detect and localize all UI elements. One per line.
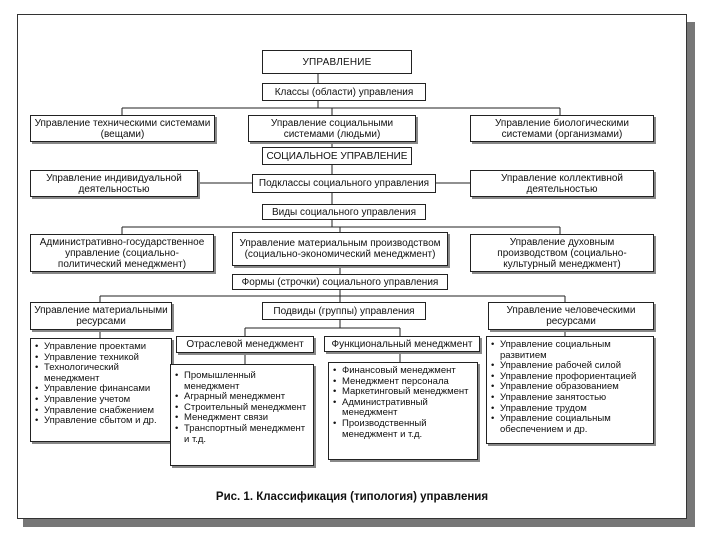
list-material-resources: Управление проектами Управление техникой… [30,338,172,442]
list-item: Управление профориентацией [491,371,649,383]
list-item: Управление социальным обеспечением и др. [491,413,649,435]
list-sectoral: Промышленный менеджмент Аграрный менеджм… [170,364,314,466]
form-human-resources: Управление человеческими ресурсами [488,302,654,330]
list-item: Управление образованием [491,382,649,393]
list-item: Транспортный менеджмент и т.д. [175,423,309,445]
subclasses-label: Подклассы социального управления [252,174,436,193]
list-item: Управление финансами [35,384,167,395]
list-functional: Финансовый менеджмент Менеджмент персона… [328,362,478,460]
types-label: Виды социального управления [262,204,426,220]
forms-label: Формы (строчки) социального управления [232,274,448,290]
class-social: Управление социальными системами (людьми… [248,115,416,142]
list-item: Управление учетом [35,394,167,406]
type-administrative: Административно-государственное управлен… [30,234,214,272]
functional-management: Функциональный менеджмент [324,336,480,352]
list-item: Промышленный менеджмент [175,370,309,392]
list-item: Управление техникой [35,352,167,364]
sectoral-management: Отраслевой менеджмент [176,336,314,353]
list-item: Маркетинговый менеджмент [333,387,473,398]
type-material-production: Управление материальным производством (с… [232,232,448,266]
list-item: Менеджмент связи [175,413,309,424]
subclass-individual: Управление индивидуальной деятельностью [30,170,198,197]
subclass-collective: Управление коллективной деятельностью [470,170,654,197]
list-item: Производственный менеджмент и т.д. [333,418,473,440]
list-item: Управление снабжением [35,405,167,417]
classes-label: Классы (области) управления [262,83,426,101]
list-item: Управление проектами [35,341,167,353]
list-item: Административный менеджмент [333,397,473,419]
list-item: Менеджмент персонала [333,376,473,388]
list-item: Управление занятостью [491,392,649,404]
list-item: Финансовый менеджмент [333,365,473,377]
list-item: Управление сбытом и др. [35,416,167,427]
list-item: Строительный менеджмент [175,402,309,414]
list-item: Управление рабочей силой [491,361,649,372]
list-item: Управление социальным развитием [491,339,649,361]
type-spiritual-production: Управление духовным производством (социа… [470,234,654,272]
social-management-box: СОЦИАЛЬНОЕ УПРАВЛЕНИЕ [262,147,412,165]
list-item: Управление трудом [491,403,649,415]
figure-caption: Рис. 1. Классификация (типология) управл… [215,491,489,503]
list-item: Аграрный менеджмент [175,392,309,403]
class-biological: Управление биологическими системами (орг… [470,115,654,142]
subtypes-label: Подвиды (группы) управления [262,302,426,320]
list-item: Технологический менеджмент [35,362,167,384]
list-human-resources: Управление социальным развитием Управлен… [486,336,654,444]
title-box: УПРАВЛЕНИЕ [262,50,412,74]
form-material-resources: Управление материальными ресурсами [30,302,172,330]
class-technical: Управление техническими системами (вещам… [30,115,215,142]
